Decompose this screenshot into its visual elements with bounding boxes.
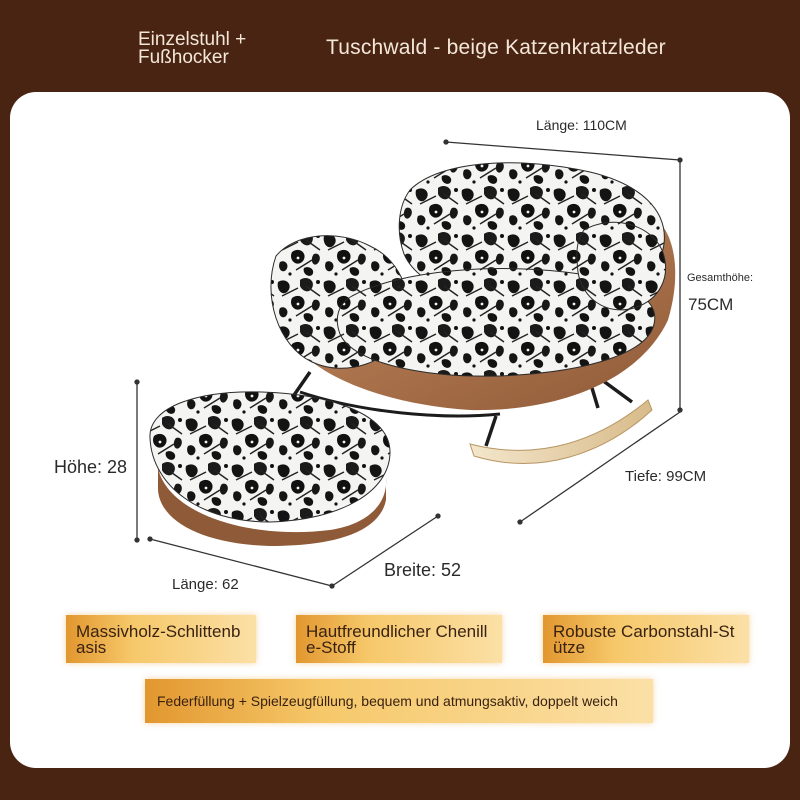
footstool-cushion <box>149 391 391 523</box>
stool-height-label: Höhe: 28 <box>54 457 128 477</box>
header-right-title: Tuschwald - beige Katzenkratzleder <box>326 36 666 59</box>
dim-line-stool-width <box>331 515 439 587</box>
dim-line-chair-depth <box>519 411 681 523</box>
chair-right-arm-cushion <box>576 221 666 311</box>
total-height-label: Gesamthöhe: <box>687 272 754 284</box>
feature-badge-wood-base: Massivholz-Schlittenbasis <box>66 615 256 663</box>
stool-length-label: Länge: 62 <box>172 576 239 593</box>
chair-depth-label: Tiefe: 99CM <box>625 468 707 485</box>
feature-banner-filling: Federfüllung + Spielzeugfüllung, bequem … <box>145 679 653 723</box>
footstool-base <box>158 468 387 546</box>
feature-badge-steel-support: Robuste Carbonstahl-Stütze <box>543 615 749 663</box>
feature-badge-chenille: Hautfreundlicher Chenille-Stoff <box>296 615 502 663</box>
chair-steel-frame <box>290 371 634 447</box>
dim-line-stool-length <box>149 538 333 587</box>
total-height-value: 75CM <box>688 295 734 314</box>
chair-length-label: Länge: 110CM <box>536 117 627 133</box>
chair-rocker-wood <box>469 399 653 464</box>
dim-line-chair-length <box>445 141 681 161</box>
stool-width-label: Breite: 52 <box>384 560 462 580</box>
header-left-title: Einzelstuhl + Fußhocker <box>138 29 247 68</box>
chair-seat-cushion <box>336 268 656 377</box>
